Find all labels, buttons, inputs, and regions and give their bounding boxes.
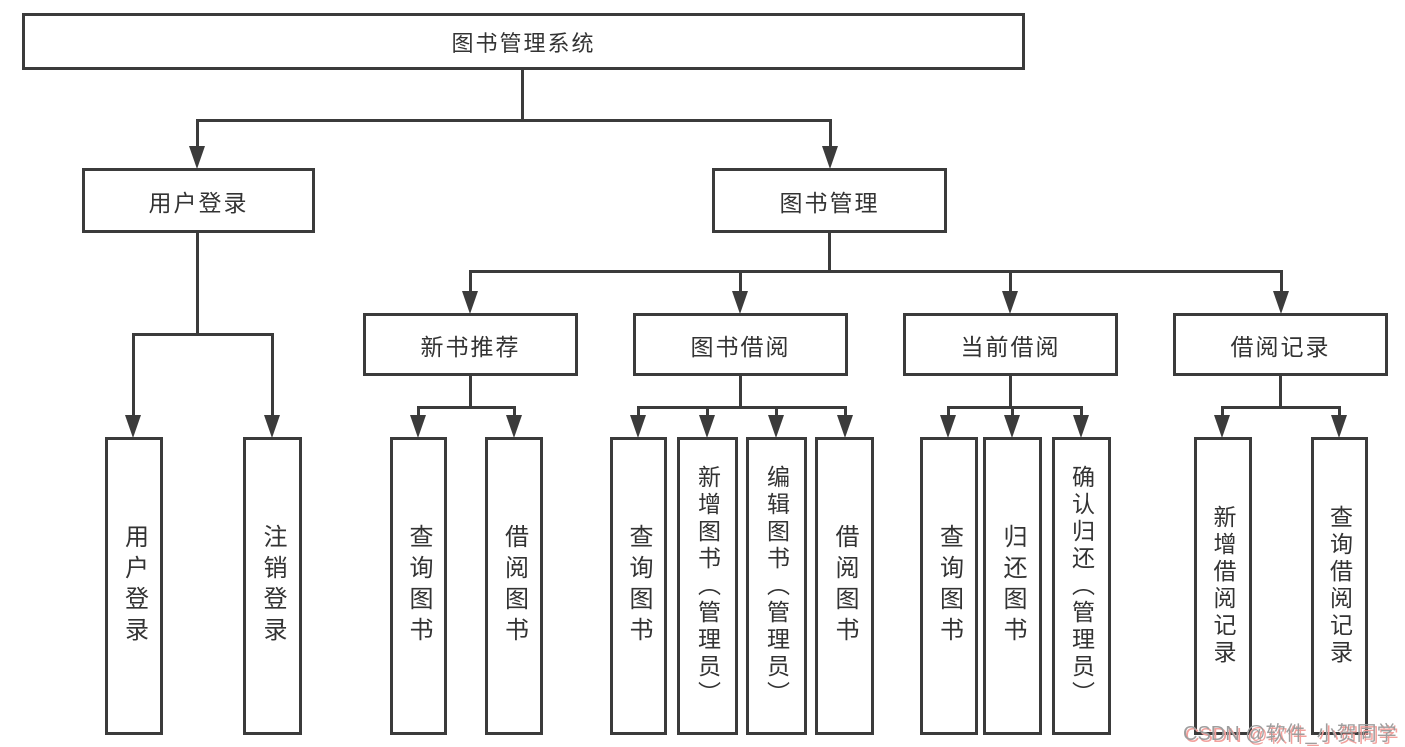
connector-drop bbox=[271, 333, 274, 416]
arrowhead-icon bbox=[1331, 415, 1347, 438]
node-borrow-record-label: 借阅记录 bbox=[1230, 333, 1331, 360]
connector-drop bbox=[947, 406, 950, 417]
arrowhead-icon bbox=[732, 291, 748, 314]
connector-borrow-record-stem bbox=[1279, 376, 1282, 409]
leaf-add-book-admin-label: 新增图书（管理员） bbox=[694, 464, 721, 708]
connector-drop bbox=[513, 406, 516, 417]
arrowhead-icon bbox=[189, 146, 205, 169]
node-book-borrow-label: 图书借阅 bbox=[690, 333, 791, 360]
node-user-login-label: 用户登录 bbox=[148, 189, 249, 216]
connector-book-borrow-stem bbox=[739, 376, 742, 409]
connector-drop bbox=[1011, 406, 1014, 417]
connector-user-login-drop bbox=[196, 119, 199, 148]
connector-drop bbox=[1280, 270, 1283, 292]
leaf-return-book-label: 归还图书 bbox=[999, 524, 1026, 648]
leaf-user-login-label: 用户登录 bbox=[120, 524, 148, 648]
connector-borrow-record-rail bbox=[1221, 406, 1341, 409]
arrowhead-icon bbox=[462, 291, 478, 314]
csdn-watermark: CSDN @软件_小贺同学 bbox=[1183, 723, 1397, 745]
leaf-add-borrow-record: 新增借阅记录 bbox=[1194, 437, 1252, 735]
leaf-confirm-return-admin: 确认归还（管理员） bbox=[1052, 437, 1111, 735]
node-root-label: 图书管理系统 bbox=[451, 30, 596, 56]
node-user-login: 用户登录 bbox=[82, 168, 315, 233]
leaf-query-borrow-record: 查询借阅记录 bbox=[1311, 437, 1368, 735]
connector-new-book-stem bbox=[469, 376, 472, 409]
arrowhead-icon bbox=[410, 415, 426, 438]
node-book-management-label: 图书管理 bbox=[779, 189, 880, 216]
connector-drop bbox=[739, 270, 742, 292]
leaf-query-book-3-label: 查询图书 bbox=[935, 524, 963, 648]
node-root: 图书管理系统 bbox=[22, 13, 1025, 70]
connector-drop bbox=[1221, 406, 1224, 417]
arrowhead-icon bbox=[506, 415, 522, 438]
arrowhead-icon bbox=[768, 415, 784, 438]
leaf-query-book-1-label: 查询图书 bbox=[405, 524, 432, 648]
arrowhead-icon bbox=[1214, 415, 1230, 438]
connector-drop bbox=[469, 270, 472, 292]
connector-current-borrow-stem bbox=[1009, 376, 1012, 409]
node-book-borrow: 图书借阅 bbox=[633, 313, 848, 376]
node-current-borrow-label: 当前借阅 bbox=[960, 333, 1061, 360]
leaf-query-book-3: 查询图书 bbox=[920, 437, 978, 735]
leaf-edit-book-admin: 编辑图书（管理员） bbox=[746, 437, 807, 735]
leaf-borrow-book-1-label: 借阅图书 bbox=[500, 524, 528, 648]
connector-book-mgmt-rail bbox=[469, 270, 1283, 273]
connector-drop bbox=[417, 406, 420, 417]
connector-current-borrow-rail bbox=[947, 406, 1083, 409]
connector-drop bbox=[132, 333, 135, 416]
connector-drop bbox=[637, 406, 640, 417]
arrowhead-icon bbox=[940, 415, 956, 438]
arrowhead-icon bbox=[125, 415, 141, 438]
leaf-edit-book-admin-label: 编辑图书（管理员） bbox=[763, 464, 790, 708]
leaf-logout-login-label: 注销登录 bbox=[259, 524, 286, 648]
leaf-query-borrow-record-label: 查询借阅记录 bbox=[1326, 505, 1353, 667]
connector-user-login-stem bbox=[196, 233, 199, 336]
connector-drop bbox=[775, 406, 778, 417]
connector-root-stem bbox=[521, 68, 524, 122]
arrowhead-icon bbox=[837, 415, 853, 438]
arrowhead-icon bbox=[822, 146, 838, 169]
arrowhead-icon bbox=[630, 415, 646, 438]
leaf-query-book-2-label: 查询图书 bbox=[625, 524, 652, 648]
connector-drop bbox=[1009, 270, 1012, 292]
leaf-query-book-1: 查询图书 bbox=[390, 437, 447, 735]
connector-book-mgmt-drop bbox=[829, 119, 832, 148]
arrowhead-icon bbox=[264, 415, 280, 438]
node-book-management: 图书管理 bbox=[712, 168, 947, 233]
leaf-borrow-book-2: 借阅图书 bbox=[815, 437, 874, 735]
leaf-query-book-2: 查询图书 bbox=[610, 437, 667, 735]
connector-book-borrow-rail bbox=[637, 406, 847, 409]
arrowhead-icon bbox=[699, 415, 715, 438]
connector-book-mgmt-stem bbox=[828, 233, 831, 273]
leaf-add-book-admin: 新增图书（管理员） bbox=[677, 437, 738, 735]
arrowhead-icon bbox=[1004, 415, 1020, 438]
arrowhead-icon bbox=[1002, 291, 1018, 314]
connector-drop bbox=[1338, 406, 1341, 417]
leaf-borrow-book-1: 借阅图书 bbox=[485, 437, 543, 735]
node-new-book-recommend-label: 新书推荐 bbox=[420, 333, 521, 360]
node-current-borrow: 当前借阅 bbox=[903, 313, 1118, 376]
connector-root-rail bbox=[196, 119, 832, 122]
connector-drop bbox=[1080, 406, 1083, 417]
connector-user-login-rail bbox=[132, 333, 274, 336]
connector-new-book-rail bbox=[417, 406, 516, 409]
connector-drop bbox=[844, 406, 847, 417]
node-new-book-recommend: 新书推荐 bbox=[363, 313, 578, 376]
leaf-confirm-return-admin-label: 确认归还（管理员） bbox=[1068, 464, 1095, 708]
leaf-logout-login: 注销登录 bbox=[243, 437, 302, 735]
node-borrow-record: 借阅记录 bbox=[1173, 313, 1388, 376]
leaf-borrow-book-2-label: 借阅图书 bbox=[831, 524, 858, 648]
leaf-user-login: 用户登录 bbox=[105, 437, 163, 735]
arrowhead-icon bbox=[1273, 291, 1289, 314]
connector-drop bbox=[706, 406, 709, 417]
leaf-return-book: 归还图书 bbox=[983, 437, 1042, 735]
leaf-add-borrow-record-label: 新增借阅记录 bbox=[1210, 505, 1236, 667]
arrowhead-icon bbox=[1073, 415, 1089, 438]
